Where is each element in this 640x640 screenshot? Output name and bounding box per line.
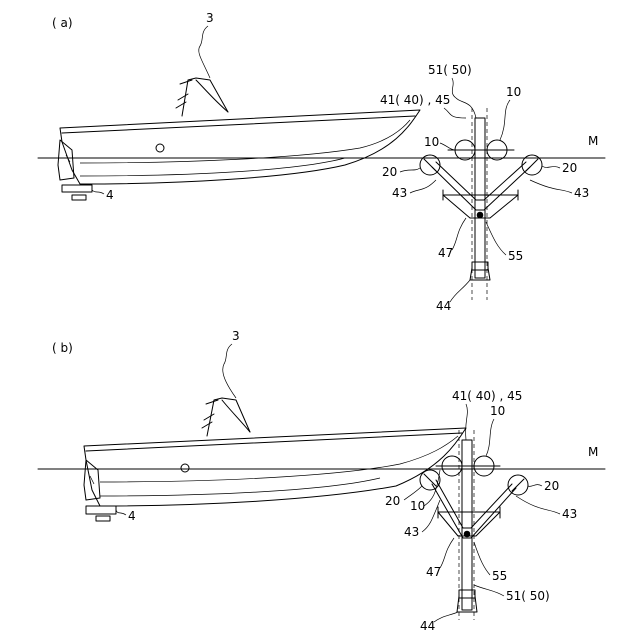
label-3: 3 <box>232 329 240 343</box>
label-20-left: 20 <box>382 165 397 179</box>
label-M: M <box>588 134 598 148</box>
label-43-right: 43 <box>574 186 589 200</box>
label-10-left: 10 <box>410 499 425 513</box>
label-44: 44 <box>420 619 435 633</box>
label-47: 47 <box>426 565 441 579</box>
label-44: 44 <box>436 299 451 313</box>
figure-a: ( a) <box>38 11 605 313</box>
figure-b: ( b) <box>38 329 605 633</box>
label-43-left: 43 <box>404 525 419 539</box>
label-3: 3 <box>206 11 214 25</box>
label-51-50: 51( 50) <box>428 63 472 77</box>
label-20-right: 20 <box>562 161 577 175</box>
label-20-left: 20 <box>385 494 400 508</box>
porthole <box>181 464 189 472</box>
label-55: 55 <box>492 569 507 583</box>
console <box>176 78 228 116</box>
label-10-left: 10 <box>424 135 439 149</box>
label-47: 47 <box>438 246 453 260</box>
label-41-40-45: 41( 40) , 45 <box>452 389 522 403</box>
post-51 <box>475 118 485 278</box>
label-M: M <box>588 445 598 459</box>
label-43-left: 43 <box>392 186 407 200</box>
label-10-top: 10 <box>490 404 505 418</box>
label-20-right: 20 <box>544 479 559 493</box>
figure-a-caption: ( a) <box>52 16 73 30</box>
label-41-40-45: 41( 40) , 45 <box>380 93 450 107</box>
label-55: 55 <box>508 249 523 263</box>
console <box>202 398 250 436</box>
label-10-top: 10 <box>506 85 521 99</box>
boat-hull <box>60 110 420 184</box>
outboard-motor <box>58 140 92 200</box>
boat-hull <box>84 428 466 506</box>
label-4: 4 <box>128 509 136 523</box>
porthole <box>156 144 164 152</box>
label-51-50: 51( 50) <box>506 589 550 603</box>
label-4: 4 <box>106 188 114 202</box>
label-43-right: 43 <box>562 507 577 521</box>
figure-b-caption: ( b) <box>52 341 73 355</box>
